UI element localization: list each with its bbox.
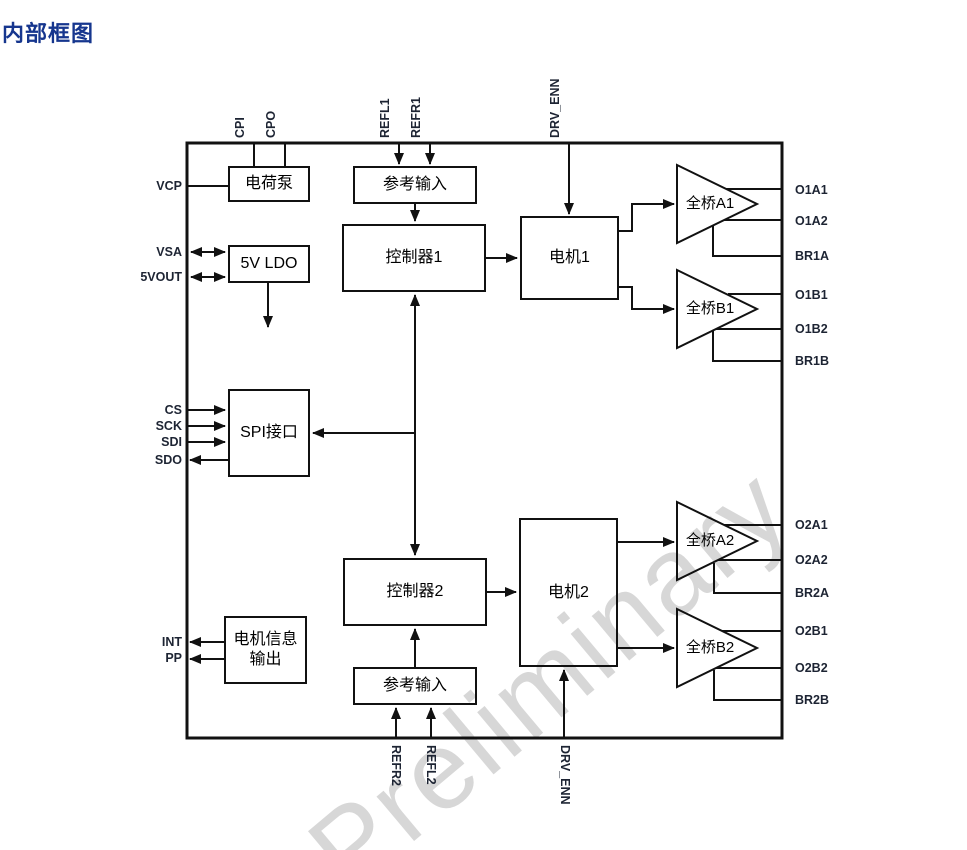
ref-input-1-label: 参考输入 <box>382 176 447 193</box>
pin-sdi: SDI <box>161 435 182 449</box>
pin-vcp: VCP <box>156 179 182 193</box>
pin-o2a2: O2A2 <box>795 553 828 567</box>
pin-refl1: REFL1 <box>378 98 392 138</box>
pin-br1a: BR1A <box>795 249 830 263</box>
arrow-motor1-to-a1 <box>619 199 675 232</box>
pin-o1b1: O1B1 <box>795 288 828 302</box>
motor-info-label-line2: 输出 <box>249 651 282 668</box>
controller-2-label: 控制器2 <box>386 583 444 600</box>
wire-br2b <box>713 670 782 701</box>
pin-pp: PP <box>165 651 182 665</box>
bridge-a1-label: 全桥A1 <box>685 195 735 212</box>
bridge-a1-triangle <box>676 163 760 245</box>
controller-2-block: 控制器2 <box>343 558 487 626</box>
pin-sck: SCK <box>155 419 182 433</box>
motor-2-label: 电机2 <box>548 583 589 601</box>
bridge-a2-triangle <box>676 500 760 582</box>
motor-info-label-line1: 电机信息 <box>233 631 298 648</box>
pin-o2b1: O2B1 <box>795 624 828 638</box>
arrow-motor1-to-b1 <box>619 286 675 314</box>
pin-br2b: BR2B <box>795 693 830 707</box>
ldo-block: 5V LDO <box>228 245 310 283</box>
bridge-b2-triangle <box>676 607 760 689</box>
ref-input-2-block: 参考输入 <box>353 667 477 705</box>
double-arrow-wires <box>190 247 420 556</box>
charge-pump-label: 电荷泵 <box>244 175 293 192</box>
bridge-a2-label: 全桥A2 <box>685 532 735 549</box>
pin-5vout: 5VOUT <box>140 270 182 284</box>
pin-o2a1: O2A1 <box>795 518 828 532</box>
pin-int: INT <box>161 635 182 649</box>
pin-cs: CS <box>164 403 182 417</box>
controller-1-label: 控制器1 <box>385 249 443 266</box>
motor-info-block: 电机信息 输出 <box>224 616 307 684</box>
spi-block: SPI接口 <box>228 389 310 477</box>
pin-br1b: BR1B <box>795 354 830 368</box>
pin-vsa: VSA <box>156 245 182 259</box>
arrow-wires <box>187 144 675 738</box>
pin-o1a1: O1A1 <box>795 183 828 197</box>
plain-wires <box>187 143 782 701</box>
chip-boundary <box>185 141 784 740</box>
pin-o1b2: O1B2 <box>795 322 828 336</box>
pin-br2a: BR2A <box>795 586 830 600</box>
pin-drv-enn-top: DRV_ENN <box>548 78 562 138</box>
pin-cpo: CPO <box>264 110 278 138</box>
spi-label: SPI接口 <box>240 424 298 441</box>
pin-o1a2: O1A2 <box>795 214 828 228</box>
bridge-b1-triangle <box>676 268 760 350</box>
motor-1-label: 电机1 <box>549 249 590 266</box>
motor-1-block: 电机1 <box>520 216 619 300</box>
charge-pump-block: 电荷泵 <box>228 166 310 202</box>
pin-refl2: REFL2 <box>424 745 438 785</box>
bridge-b1-label: 全桥B1 <box>685 300 735 317</box>
pin-drv-enn-bottom: DRV_ENN <box>558 745 572 805</box>
ref-input-1-block: 参考输入 <box>353 166 477 204</box>
wire-br2a <box>713 563 782 594</box>
pin-o2b2: O2B2 <box>795 661 828 675</box>
pin-cpi: CPI <box>233 117 247 138</box>
bridge-b2-label: 全桥B2 <box>685 639 735 656</box>
pin-sdo: SDO <box>154 453 182 467</box>
controller-1-block: 控制器1 <box>342 224 486 292</box>
wire-br1a <box>712 226 782 257</box>
ldo-label: 5V LDO <box>240 255 298 272</box>
bridge-triangles <box>676 163 760 689</box>
wire-br1b <box>712 331 782 362</box>
page-title: 内部框图 <box>2 21 95 46</box>
ref-input-2-label: 参考输入 <box>382 677 447 694</box>
pin-refr2: REFR2 <box>389 745 403 786</box>
pin-refr1: REFR1 <box>409 97 423 138</box>
motor-2-block: 电机2 <box>519 518 618 667</box>
